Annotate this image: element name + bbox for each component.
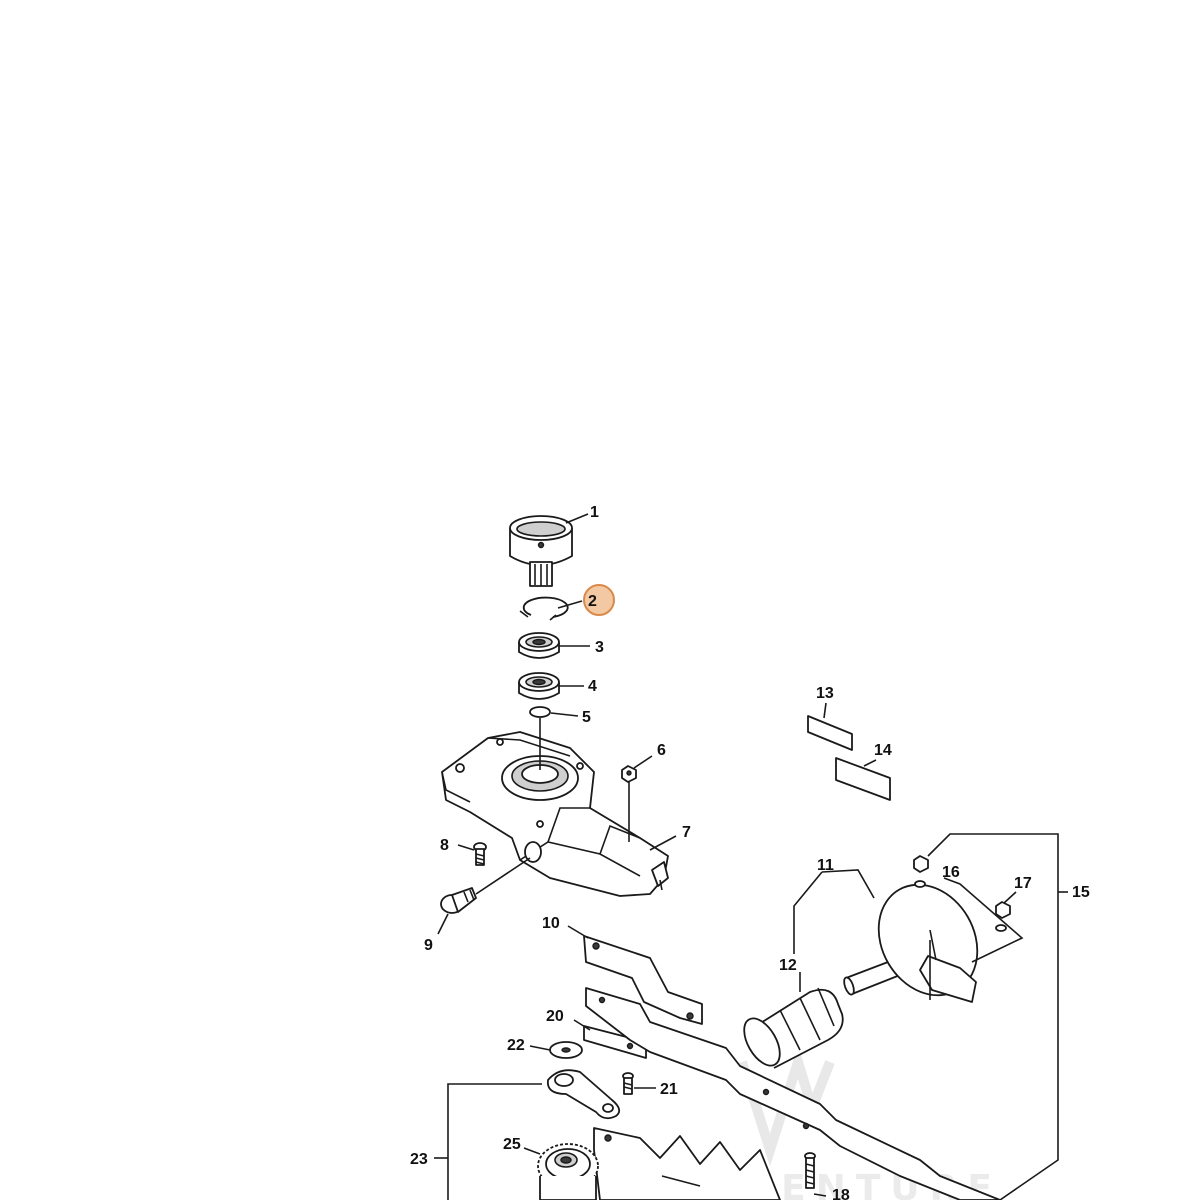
callout-16[interactable]: 16	[942, 864, 960, 881]
part-22-washer[interactable]	[549, 1041, 583, 1059]
callout-labels: 1 2 3 4 5 6 7 8 9 10 11 12 13 14 15 16 1…	[410, 504, 1090, 1200]
callout-18[interactable]: 18	[832, 1187, 850, 1200]
highlight-circle-part-2[interactable]	[583, 584, 615, 616]
part-2-retaining-ring[interactable]	[519, 596, 569, 621]
part-4-ball-bearing[interactable]	[518, 672, 560, 700]
part-21-screw[interactable]	[622, 1072, 634, 1095]
lower-blade[interactable]	[593, 1127, 781, 1200]
callout-2[interactable]: 2	[588, 593, 597, 610]
part-13-label[interactable]	[807, 715, 853, 751]
callout-10[interactable]: 10	[542, 915, 560, 932]
part-10-guide-plate[interactable]	[583, 935, 703, 1025]
leader-lines	[434, 513, 1068, 1200]
watermark-logo-icon	[737, 1045, 835, 1167]
part-14-label[interactable]	[835, 757, 891, 801]
callout-12[interactable]: 12	[779, 957, 797, 974]
part-7-gear-housing[interactable]	[441, 731, 669, 897]
callout-23[interactable]: 23	[410, 1151, 428, 1168]
part-9-plug[interactable]	[440, 857, 531, 914]
callout-17[interactable]: 17	[1014, 875, 1032, 892]
callout-7[interactable]: 7	[682, 824, 691, 841]
callout-3[interactable]: 3	[595, 639, 604, 656]
callout-4[interactable]: 4	[588, 678, 597, 695]
callout-20[interactable]: 20	[546, 1008, 564, 1025]
callout-14[interactable]: 14	[874, 742, 892, 759]
callout-11[interactable]: 11	[817, 857, 834, 874]
part-6-nut[interactable]	[621, 765, 637, 842]
part-18-screw[interactable]	[804, 1152, 816, 1189]
callout-8[interactable]: 8	[440, 837, 449, 854]
callout-15[interactable]: 15	[1072, 884, 1090, 901]
callout-5[interactable]: 5	[582, 709, 591, 726]
callout-13[interactable]: 13	[816, 685, 834, 702]
callout-6[interactable]: 6	[657, 742, 666, 759]
part-12-sleeve[interactable]	[737, 987, 844, 1072]
part-15-blade-guard[interactable]	[859, 867, 997, 1013]
part-23-connecting-rod[interactable]	[546, 1069, 621, 1120]
callout-25[interactable]: 25	[503, 1136, 521, 1153]
callout-9[interactable]: 9	[424, 937, 433, 954]
callout-1[interactable]: 1	[590, 504, 599, 521]
part-1-drive-cup[interactable]	[509, 515, 573, 587]
blade-assembly[interactable]	[585, 987, 1001, 1200]
part-3-ball-bearing[interactable]	[518, 632, 560, 659]
part-16-washer[interactable]	[913, 855, 929, 888]
part-8-screw[interactable]	[473, 842, 487, 866]
part-17-nut[interactable]	[995, 901, 1011, 932]
callout-21[interactable]: 21	[660, 1081, 678, 1098]
part-25-gear-wheel[interactable]	[537, 1143, 599, 1200]
callout-22[interactable]: 22	[507, 1037, 525, 1054]
part-5-circlip[interactable]	[529, 706, 551, 718]
